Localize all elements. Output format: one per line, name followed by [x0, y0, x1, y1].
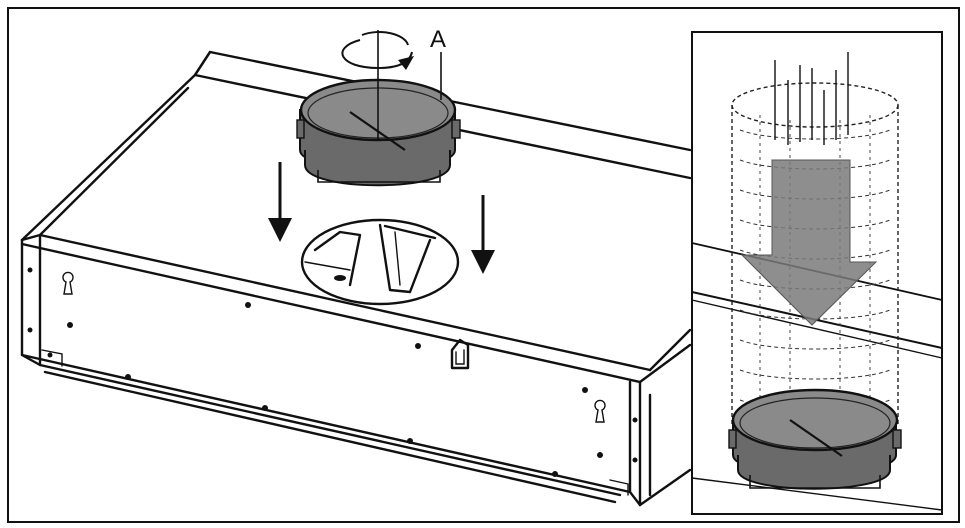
hood-right-top [648, 328, 692, 372]
hood-left-slope [20, 73, 197, 242]
airflow-lines [774, 52, 849, 145]
front-latch [450, 338, 470, 370]
hood-front-bottom [20, 353, 632, 494]
inset-detail-panel [691, 31, 943, 515]
label-a: A [430, 26, 446, 53]
hood-right-side [628, 380, 642, 507]
keyhole-left-icon [62, 271, 74, 295]
rotate-arrow-icon [341, 31, 414, 70]
hood-left-side [20, 233, 42, 367]
cooker-hood [20, 50, 692, 507]
front-screws [27, 267, 638, 477]
outer-frame [7, 7, 960, 523]
down-arrow-icon [471, 195, 495, 274]
keyhole-right-icon [594, 399, 606, 423]
filter-opening [300, 218, 460, 306]
flow-down-arrow-icon [740, 159, 878, 326]
carbon-filter-a [296, 30, 461, 187]
down-arrow-icon [268, 162, 292, 242]
carbon-filter-inset [728, 388, 902, 490]
